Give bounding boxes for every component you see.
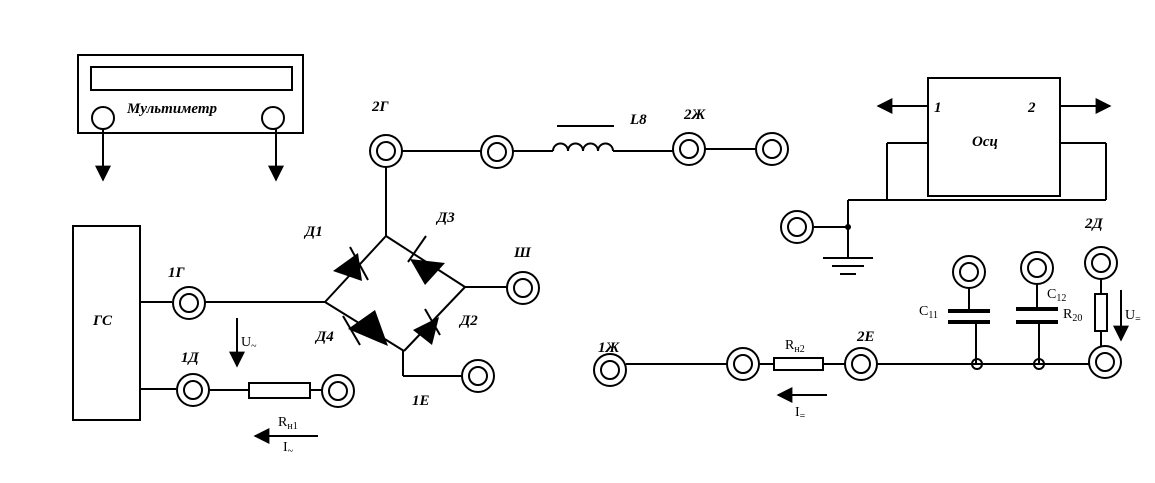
diode-d3: [407, 235, 445, 285]
oscilloscope-body: [927, 77, 1061, 197]
terminal-rn1-end: [321, 374, 355, 408]
terminal-1D-label: 1Д: [181, 350, 200, 366]
i-dc-label: I=: [795, 405, 806, 422]
terminal-1E: [461, 359, 495, 393]
diode-d3-label: Д3: [435, 210, 455, 226]
diode-d1-label: Д1: [303, 224, 323, 240]
diode-d4: [342, 310, 388, 346]
resistor-r20-label: R20: [1063, 307, 1082, 324]
diode-d2-label: Д2: [458, 313, 478, 329]
i-ac-label: I~: [283, 440, 294, 457]
capacitor-c12-label: C12: [1047, 287, 1066, 304]
generator-body: [72, 225, 141, 421]
generator-label: ГС: [92, 313, 113, 329]
u-ac-label: U~: [241, 335, 257, 352]
terminal-2G-label: 2Г: [371, 99, 390, 115]
terminal-2Zh-label: 2Ж: [683, 107, 707, 123]
resistor-rn2-label: Rн2: [785, 338, 805, 355]
terminal-1G: [172, 286, 206, 320]
inductor-l8-label: L8: [629, 112, 647, 128]
terminal-rn2-in: [726, 347, 760, 381]
terminal-2G: [369, 134, 403, 168]
terminal-2Zh: [672, 132, 706, 166]
resistor-r20: [1084, 246, 1118, 346]
capacitor-c11: [948, 255, 990, 370]
diode-d1: [333, 246, 369, 281]
multimeter-jack-right: [261, 106, 285, 130]
generator: ГС: [72, 225, 176, 421]
diode-d4-label: Д4: [314, 329, 334, 345]
u-dc-label: U=: [1125, 308, 1141, 325]
multimeter-display: [90, 66, 293, 91]
terminal-1E-label: 1Е: [412, 393, 430, 409]
terminal-Sh: [506, 271, 540, 305]
diode-d2: [413, 308, 441, 345]
terminal-2D-label: 2Д: [1084, 216, 1104, 232]
terminal-inductor-in: [480, 135, 514, 169]
terminal-1G-label: 1Г: [168, 265, 186, 281]
terminal-1Zh-label: 1Ж: [598, 340, 621, 356]
terminal-oscilloscope-ground: [780, 210, 814, 244]
oscilloscope-label: Осц: [972, 134, 998, 150]
multimeter-label: Мультиметр: [126, 101, 218, 117]
terminal-1D: [176, 373, 210, 407]
resistor-rn2: [773, 357, 824, 371]
multimeter: Мультиметр: [77, 54, 304, 182]
terminal-2E-label: 2Е: [856, 329, 875, 345]
terminal-Sh-label: Ш: [513, 245, 532, 261]
oscilloscope: Осц 1 2: [876, 77, 1112, 197]
inductor-l8: [552, 142, 614, 152]
diode-bridge: [324, 235, 466, 352]
resistor-rn1: [248, 382, 311, 399]
terminal-2E: [844, 347, 878, 381]
oscilloscope-channel-1: 1: [934, 100, 942, 116]
resistor-rn1-label: Rн1: [278, 415, 298, 432]
terminal-2Zh-out: [755, 132, 789, 166]
ground-icon: [823, 257, 873, 275]
terminal-r20-out: [1088, 345, 1122, 379]
capacitor-c12: [1016, 251, 1058, 370]
terminal-1Zh: [593, 353, 627, 387]
oscilloscope-channel-2: 2: [1027, 100, 1036, 116]
capacitor-c11-label: C11: [919, 304, 938, 321]
